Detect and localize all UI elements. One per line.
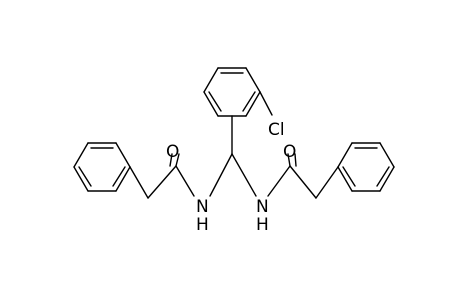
- ch-n-right-bond: [231, 153, 257, 197]
- c-cl-bond: [259, 91, 273, 116]
- nitrogen-right-label: N: [256, 197, 269, 217]
- hydrogen-right-label: H: [256, 215, 269, 235]
- left-phenyl-ring: [73, 142, 131, 192]
- nitrogen-left-label: N: [196, 197, 209, 217]
- right-phenyl-ring: [337, 142, 395, 192]
- left-amide: [129, 153, 195, 199]
- chlorine-atom-label: Cl: [268, 120, 285, 140]
- oxygen-right-label: O: [283, 142, 296, 162]
- hydrogen-left-label: H: [196, 215, 209, 235]
- ch-n-left-bond: [209, 153, 233, 197]
- oxygen-left-label: O: [166, 142, 179, 162]
- right-amide: [267, 153, 339, 199]
- chlorophenyl-ring: [203, 67, 261, 117]
